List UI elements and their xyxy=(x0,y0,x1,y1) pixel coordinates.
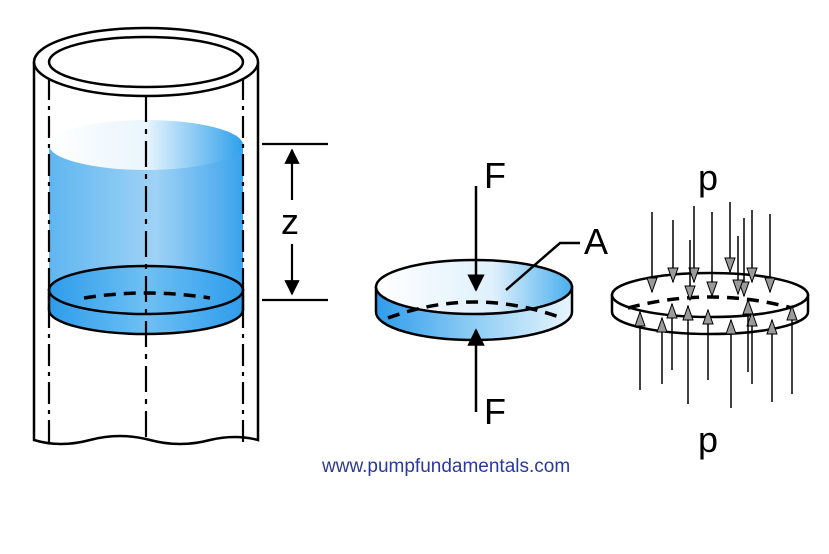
height-label: z xyxy=(281,201,299,242)
area-leader-line xyxy=(505,241,580,291)
pressure-arrow-head xyxy=(766,318,778,335)
force-top-label: F xyxy=(484,155,506,196)
pressure-arrow-head xyxy=(634,310,646,327)
pressure-arrow-head xyxy=(724,257,736,274)
pressure-arrows xyxy=(634,202,798,408)
pressure-disc-diagram: p p xyxy=(610,157,810,460)
height-dimension: z xyxy=(262,142,328,302)
pressure-arrow-head xyxy=(688,267,700,284)
pressure-arrow-head xyxy=(684,285,696,302)
pressure-disc-dashed-edge xyxy=(627,295,793,310)
force-bottom-label: F xyxy=(484,391,506,432)
pressure-arrow-head xyxy=(764,277,776,294)
pressure-arrow-head xyxy=(725,318,737,335)
force-disc-top xyxy=(374,258,574,316)
pressure-disc-top xyxy=(610,271,810,319)
pressure-arrow-head xyxy=(646,277,658,294)
pressure-arrow-head xyxy=(746,310,758,327)
pressure-arrow-head xyxy=(666,302,678,319)
pressure-arrow-head xyxy=(667,267,679,284)
pipe-body xyxy=(32,62,260,446)
pressure-arrow-head xyxy=(746,267,758,284)
pressure-arrow-head xyxy=(682,304,694,321)
pressure-arrow-head xyxy=(742,298,754,315)
force-disc-dashed-edge xyxy=(387,300,563,320)
website-link[interactable]: www.pumpfundamentals.com xyxy=(321,456,570,477)
force-disc-diagram: F F A xyxy=(374,155,608,432)
pressure-arrow-head xyxy=(732,279,744,296)
pressure-top-label: p xyxy=(698,157,718,198)
pressure-arrow-head xyxy=(656,316,668,333)
pressure-bottom-label: p xyxy=(698,419,718,460)
pipe-rim-inner xyxy=(47,35,245,89)
pressure-arrow-head xyxy=(702,308,714,325)
area-label: A xyxy=(584,221,608,262)
pressure-arrow-head xyxy=(786,304,798,321)
pipe-fluid-column xyxy=(32,26,260,446)
pressure-arrow-head xyxy=(706,281,718,298)
